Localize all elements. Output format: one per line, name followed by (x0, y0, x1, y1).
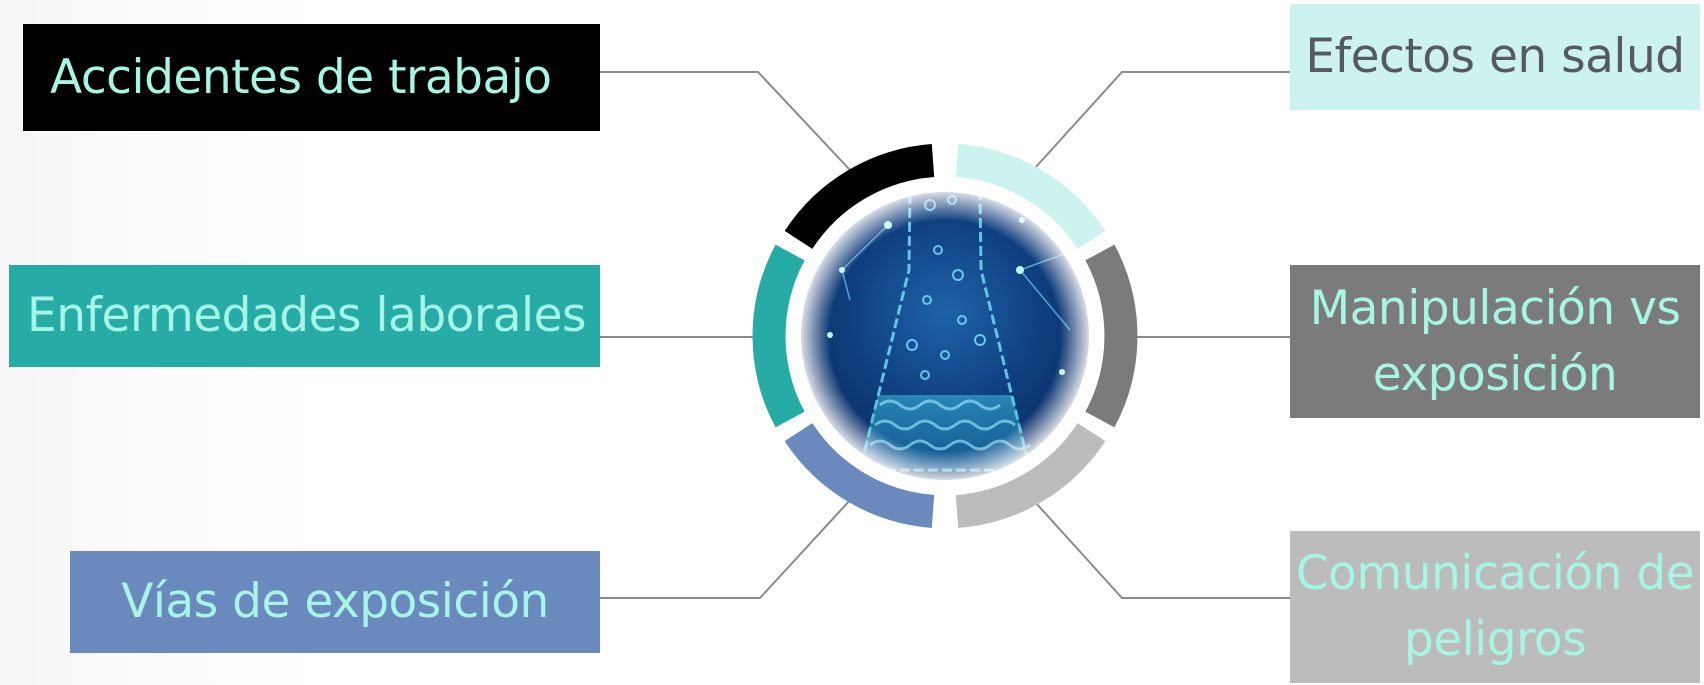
ring-segment-light-gray (955, 422, 1106, 528)
topic-label-comunicacion-line1: Comunicación de (1295, 546, 1695, 601)
ring-segment-dark-gray (1085, 244, 1138, 428)
topic-box-accidentes: Accidentes de trabajo (23, 24, 600, 131)
topic-box-efectos: Efectos en salud (1290, 4, 1700, 110)
ring-segment-periwinkle (784, 422, 935, 528)
connector-accidentes (600, 71, 851, 171)
topic-label-efectos: Efectos en salud (1305, 29, 1685, 84)
topic-box-manipulacion: Manipulación vs exposición (1290, 265, 1700, 418)
connector-vias (600, 497, 853, 599)
topic-box-comunicacion: Comunicación de peligros (1290, 531, 1700, 683)
ring-segment-black (784, 144, 935, 250)
topic-label-accidentes: Accidentes de trabajo (50, 49, 552, 105)
ring-segment-teal (752, 244, 805, 428)
center-orb (797, 188, 1093, 484)
topic-label-manipulacion-line1: Manipulación vs (1309, 280, 1681, 336)
connector-lines (600, 71, 1290, 599)
topic-box-vias: Vías de exposición (70, 551, 600, 653)
topic-label-vias: Vías de exposición (121, 574, 549, 629)
topic-label-manipulacion-line2: exposición (1372, 346, 1618, 402)
topic-label-enfermedades: Enfermedades laborales (27, 288, 587, 343)
ring-segments (752, 144, 1138, 528)
connector-comunicacion (1034, 501, 1290, 599)
connector-efectos (1034, 71, 1290, 169)
topic-label-comunicacion-line2: peligros (1403, 612, 1587, 667)
ring-segment-pale-cyan (955, 144, 1106, 250)
topic-box-enfermedades: Enfermedades laborales (9, 265, 600, 367)
